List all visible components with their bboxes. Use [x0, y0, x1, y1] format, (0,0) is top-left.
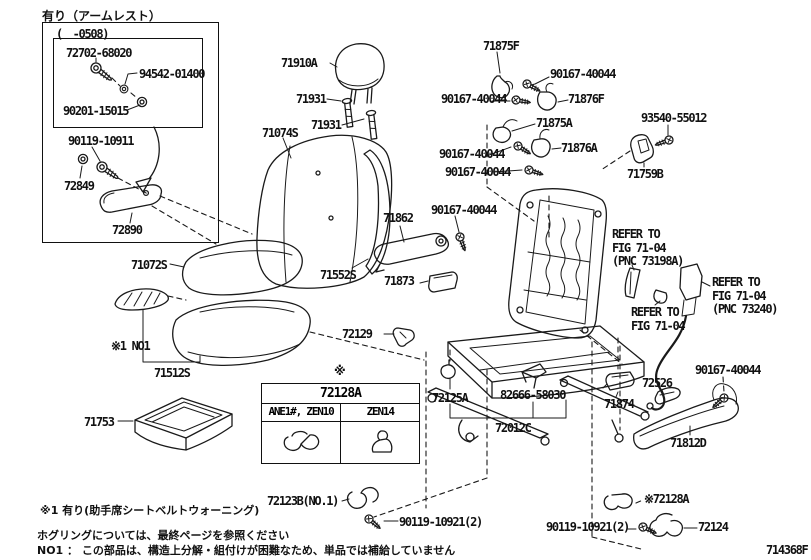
- part-label-71072S: 71072S: [131, 258, 168, 272]
- armrest-inset-box: [42, 22, 219, 243]
- refer-to-block-center: REFER TO FIG 71-04: [631, 305, 686, 333]
- part-label-90167-40044-b: 90167-40044: [441, 92, 507, 106]
- part-label-71759B: 71759B: [627, 167, 664, 181]
- armrest-inset-inner-box: [53, 38, 203, 128]
- footnote-hog-ring: ホグリングについては、最終ページを参照ください: [37, 529, 290, 542]
- part-label-90167-40044-c: 90167-40044: [439, 147, 505, 161]
- part-label-71862: 71862: [383, 211, 414, 225]
- recliner-cover-drawings: [373, 231, 470, 347]
- part-label-90119-10911: 90119-10911: [68, 134, 134, 148]
- part-label-71874: 71874: [604, 397, 635, 411]
- part-label-72124: 72124: [698, 520, 729, 534]
- part-label-90167-40044-d: 90167-40044: [445, 165, 511, 179]
- variant-table-header: 72128A: [262, 384, 419, 404]
- part-label-71873: 71873: [384, 274, 415, 288]
- armrest-inset-drawings: [88, 57, 160, 193]
- bottom-clip-drawings: [346, 359, 684, 538]
- part-label-71931-upper: 71931: [296, 92, 327, 106]
- part-label-72849: 72849: [64, 179, 95, 193]
- footnote-no1: NO1 ： この部品は、構造上分解・組付けが困難なため、単品では補給していません: [37, 544, 456, 557]
- footnote-seatbelt-warning: ※1 有り(助手席シートベルトウォーニング): [40, 504, 260, 517]
- part-label-71876F: 71876F: [568, 92, 605, 106]
- part-label-71812D: 71812D: [670, 436, 707, 450]
- part-label-82666-58030: 82666-58030: [500, 388, 566, 402]
- headrest-drawing: [334, 43, 385, 141]
- frame-assembly-drawing: [427, 188, 650, 446]
- part-label-90201-15015: 90201-15015: [63, 104, 129, 118]
- armrest-drawings: [77, 146, 253, 245]
- clip-icon-double-lobe: [283, 430, 320, 451]
- part-label-71875A: 71875A: [536, 116, 573, 130]
- upper-bracket-drawings: [491, 75, 557, 179]
- inset-title: 有り（アームレスト）: [42, 9, 161, 23]
- variant-table-cell-clip-b: [341, 421, 419, 463]
- figure-doc-number: 714368F: [766, 543, 809, 557]
- part-label-90167-40044-a: 90167-40044: [550, 67, 616, 81]
- part-label-94542-01400: 94542-01400: [139, 67, 205, 81]
- part-label-71753: 71753: [84, 415, 115, 429]
- table-asterisk-marker: ※: [334, 364, 346, 378]
- part-label-90167-40044-e: 90167-40044: [431, 203, 497, 217]
- variant-table-col-ane1-zen10: ANE1#, ZEN10: [262, 403, 341, 422]
- part-label-72702-68020: 72702-68020: [66, 46, 132, 60]
- leader-lines: [117, 51, 711, 530]
- variant-table-col-zen14: ZEN14: [341, 403, 419, 422]
- part-label-90119-10921-left: 90119-10921(2): [399, 515, 483, 529]
- part-label-72125A: 72125A: [432, 391, 469, 405]
- refer-to-block-73240: REFER TO FIG 71-04 (PNC 73240): [712, 275, 778, 316]
- refer-to-block-73198A: REFER TO FIG 71-04 (PNC 73198A): [612, 227, 684, 268]
- variant-table-cell-clip-a: [262, 421, 341, 463]
- part-label-90167-40044-f: 90167-40044: [695, 363, 761, 377]
- part-label-72526: 72526: [642, 376, 673, 390]
- inset-range-caption: ( -0508): [56, 27, 109, 41]
- part-label-71910A: 71910A: [281, 56, 318, 70]
- variant-table: 72128A ANE1#, ZEN10 ZEN14: [261, 383, 420, 464]
- part-label-72012C: 72012C: [495, 421, 532, 435]
- part-label-90119-10921-right: 90119-10921(2): [546, 520, 630, 534]
- tray-drawing: [134, 397, 233, 451]
- no1-marker-label: ※1 NO1: [111, 339, 151, 353]
- part-label-72890: 72890: [112, 223, 143, 237]
- part-label-71512S: 71512S: [154, 366, 191, 380]
- part-label-72128A-ref: ※72128A: [644, 492, 690, 506]
- part-label-93540-55012: 93540-55012: [641, 111, 707, 125]
- part-label-72129: 72129: [342, 327, 373, 341]
- right-bracket-drawings: [602, 134, 739, 450]
- clip-icon-hook: [372, 430, 393, 453]
- part-label-71875F: 71875F: [483, 39, 520, 53]
- part-label-71074S: 71074S: [262, 126, 299, 140]
- seatback-drawing: [256, 134, 393, 289]
- dashed-lines: [167, 124, 725, 550]
- part-label-72123B: 72123B(NO.1): [267, 494, 339, 508]
- cushion-drawings: [114, 239, 311, 366]
- belt-buckle-drawings: [624, 263, 703, 411]
- part-label-71876A: 71876A: [561, 141, 598, 155]
- part-label-71552S: 71552S: [320, 268, 357, 282]
- part-label-71931-lower: 71931: [311, 118, 342, 132]
